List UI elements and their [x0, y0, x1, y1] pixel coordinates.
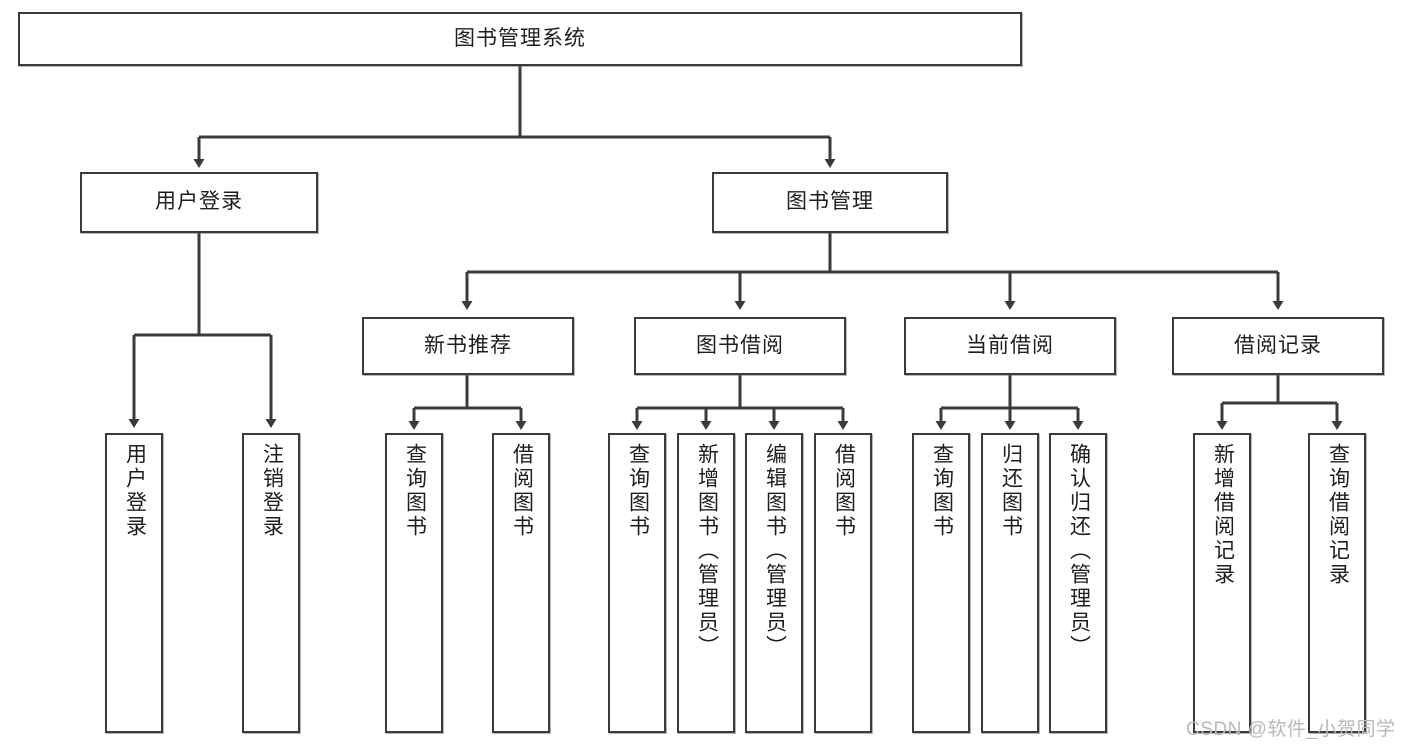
leaf-query-record[interactable]: 查询借阅记录 — [1308, 433, 1366, 733]
leaf-confirm-return-label: 确认归还（管理员） — [1067, 443, 1091, 659]
csdn-watermark: CSDN @软件_小贺同学 — [1186, 719, 1396, 740]
leaf-user-login-label: 用户登录 — [123, 443, 147, 539]
leaf-add-record[interactable]: 新增借阅记录 — [1193, 433, 1251, 733]
leaf-query-book-3[interactable]: 查询图书 — [912, 433, 970, 733]
leaf-query-book-3-label: 查询图书 — [930, 443, 954, 539]
node-book-borrow-label: 图书借阅 — [696, 333, 784, 357]
leaf-borrow-book-1-label: 借阅图书 — [510, 443, 534, 539]
leaf-edit-book-label: 编辑图书（管理员） — [763, 443, 787, 659]
leaf-query-book-1-label: 查询图书 — [403, 443, 427, 539]
node-user-login-label: 用户登录 — [155, 190, 243, 214]
node-root-label: 图书管理系统 — [454, 26, 586, 50]
leaf-borrow-book-2-label: 借阅图书 — [832, 443, 856, 539]
leaf-query-record-label: 查询借阅记录 — [1326, 443, 1350, 587]
node-borrow-record[interactable]: 借阅记录 — [1172, 317, 1384, 375]
node-root[interactable]: 图书管理系统 — [18, 12, 1022, 66]
leaf-borrow-book-1[interactable]: 借阅图书 — [492, 433, 550, 733]
node-current-borrow[interactable]: 当前借阅 — [904, 317, 1116, 375]
leaf-borrow-book-2[interactable]: 借阅图书 — [814, 433, 872, 733]
leaf-user-login[interactable]: 用户登录 — [105, 433, 163, 733]
node-new-book-recommend-label: 新书推荐 — [424, 333, 512, 357]
leaf-add-record-label: 新增借阅记录 — [1211, 443, 1235, 587]
node-current-borrow-label: 当前借阅 — [966, 333, 1054, 357]
leaf-query-book-2[interactable]: 查询图书 — [608, 433, 666, 733]
node-borrow-record-label: 借阅记录 — [1234, 333, 1322, 357]
node-user-login[interactable]: 用户登录 — [80, 172, 318, 233]
leaf-user-logout-label: 注销登录 — [260, 443, 284, 539]
leaf-add-book-label: 新增图书（管理员） — [695, 443, 719, 659]
node-book-borrow[interactable]: 图书借阅 — [634, 317, 846, 375]
leaf-user-logout[interactable]: 注销登录 — [242, 433, 300, 733]
leaf-add-book[interactable]: 新增图书（管理员） — [677, 433, 735, 733]
leaf-return-book-label: 归还图书 — [999, 443, 1023, 539]
leaf-query-book-1[interactable]: 查询图书 — [385, 433, 443, 733]
node-new-book-recommend[interactable]: 新书推荐 — [362, 317, 574, 375]
leaf-edit-book[interactable]: 编辑图书（管理员） — [745, 433, 803, 733]
leaf-confirm-return[interactable]: 确认归还（管理员） — [1049, 433, 1107, 733]
leaf-return-book[interactable]: 归还图书 — [981, 433, 1039, 733]
leaf-query-book-2-label: 查询图书 — [626, 443, 650, 539]
node-book-management[interactable]: 图书管理 — [712, 172, 948, 233]
node-book-management-label: 图书管理 — [786, 190, 874, 214]
